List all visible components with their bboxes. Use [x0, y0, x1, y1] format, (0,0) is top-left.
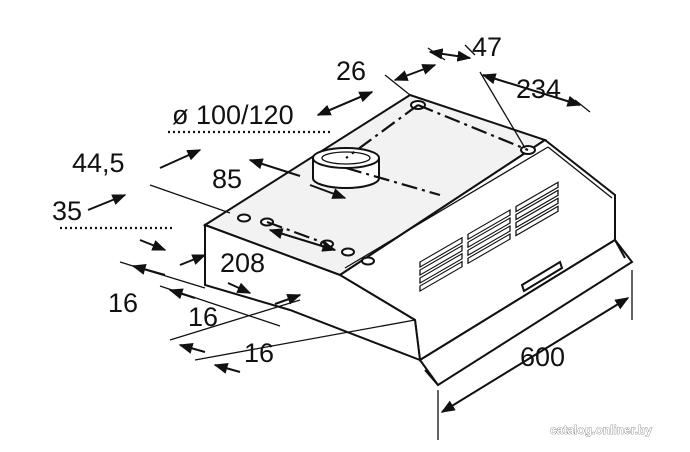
dim-35: 35	[52, 196, 82, 226]
watermark: catalog.onliner.by	[550, 423, 652, 437]
dimension-lines	[60, 44, 633, 440]
dim-47: 47	[472, 32, 502, 62]
duct-collar	[312, 147, 380, 189]
dim-26: 26	[336, 56, 366, 86]
dim-16-c: 16	[244, 338, 274, 368]
light-strip	[520, 260, 564, 293]
dim-85: 85	[212, 164, 242, 194]
dim-208: 208	[220, 248, 265, 278]
dim-600: 600	[520, 342, 565, 372]
dim-duct-diameter: ø 100/120	[172, 100, 294, 130]
dim-16-b: 16	[188, 302, 218, 332]
dim-44-5: 44,5	[72, 148, 125, 178]
dimension-labels: 47 26 234 ø 100/120 44,5 85 35 208 16 16…	[52, 32, 565, 372]
dim-234: 234	[516, 74, 561, 104]
dim-16-a: 16	[108, 288, 138, 318]
vent-grille	[419, 181, 559, 293]
